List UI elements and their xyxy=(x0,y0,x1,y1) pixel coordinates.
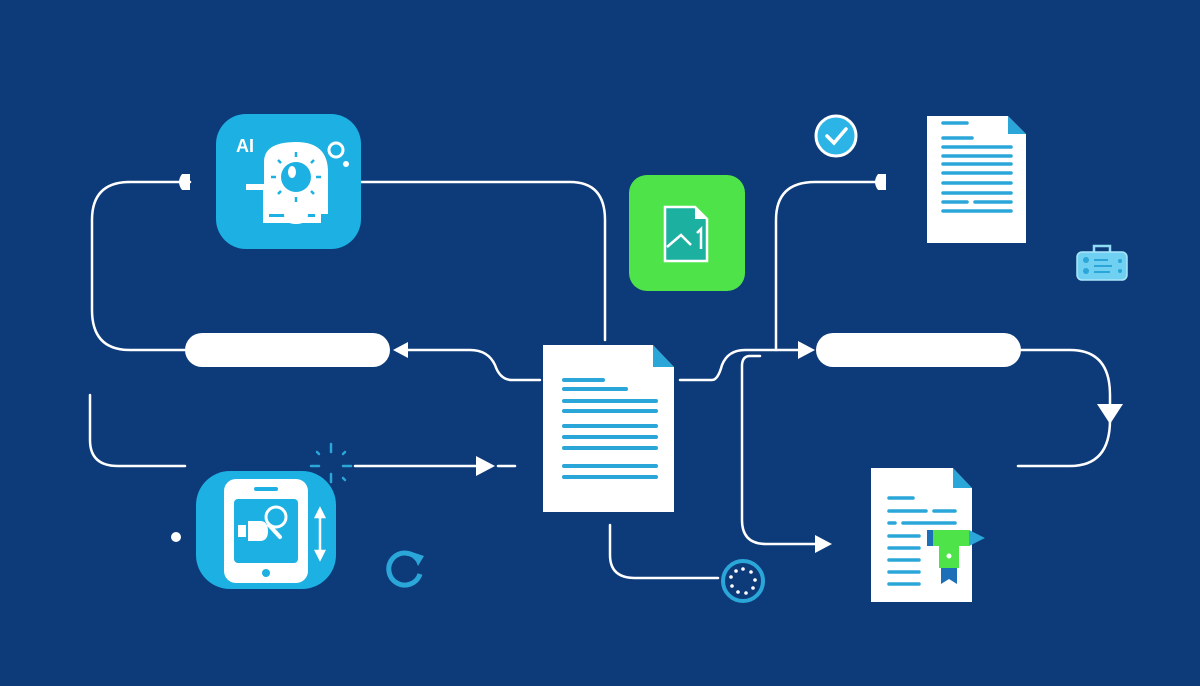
loading-ring-icon xyxy=(721,559,765,603)
certificate-document-icon xyxy=(887,468,985,586)
document-icon xyxy=(562,345,674,479)
document-chart-icon xyxy=(663,205,709,263)
center-document[interactable] xyxy=(543,345,674,512)
ai-label: AI xyxy=(236,136,254,156)
chart-document-tile[interactable] xyxy=(629,175,745,291)
refresh-icon xyxy=(386,550,424,588)
top-right-document[interactable] xyxy=(927,116,1026,243)
toolbox-icon xyxy=(1076,244,1128,281)
ai-camera-lens-icon xyxy=(246,141,349,224)
bottom-right-certificate-document[interactable] xyxy=(871,468,985,602)
left-process-pill[interactable] xyxy=(185,333,390,367)
phone-search-icon xyxy=(224,479,327,583)
check-circle-icon xyxy=(814,114,858,158)
sparkle-icon xyxy=(309,442,353,484)
document-icon xyxy=(941,116,1026,213)
ai-vision-tile[interactable]: AI xyxy=(216,114,361,249)
phone-search-tile[interactable] xyxy=(196,471,336,589)
right-process-pill[interactable] xyxy=(816,333,1021,367)
